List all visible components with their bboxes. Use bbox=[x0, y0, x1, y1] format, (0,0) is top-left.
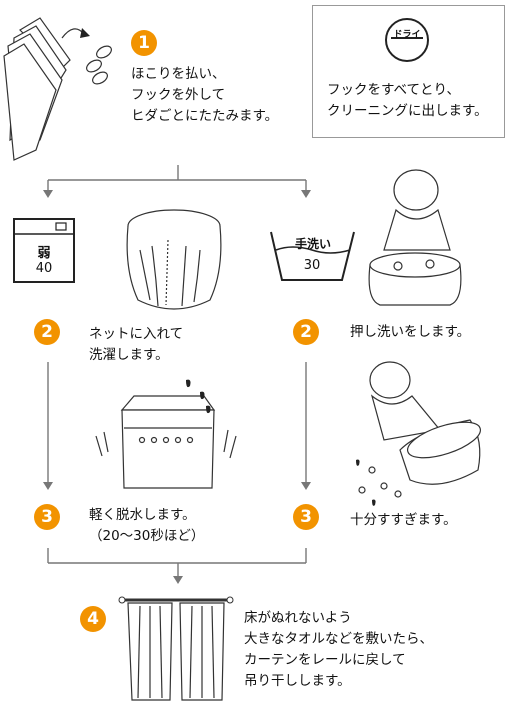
dry-symbol-label: ドライ bbox=[393, 30, 421, 40]
dry-clean-box bbox=[312, 5, 505, 138]
step-3-hand-badge: 3 bbox=[293, 504, 319, 530]
step-2-machine-badge: 2 bbox=[34, 319, 60, 345]
machine-symbol-label: 弱 bbox=[37, 246, 51, 261]
hand-symbol-label: 手洗い bbox=[294, 237, 331, 251]
step-4-text: 床がぬれないよう 大きなタオルなどを敷いたら、 カーテンをレールに戻して 吊り干… bbox=[244, 610, 433, 689]
step-3-machine-text: 軽く脱水します。 （20〜30秒ほど） bbox=[89, 507, 205, 544]
machine-symbol-temp: 40 bbox=[35, 261, 53, 276]
step-2-machine-text: ネットに入れて 洗濯します。 bbox=[89, 326, 184, 363]
step-2-hand-text: 押し洗いをします。 bbox=[350, 324, 471, 340]
step-4-badge: 4 bbox=[80, 606, 106, 632]
step-1-badge: 1 bbox=[131, 30, 157, 56]
hand-symbol-temp: 30 bbox=[303, 258, 321, 273]
step-2-hand-badge: 2 bbox=[293, 319, 319, 345]
dry-text: フックをすべてとり、 クリーニングに出します。 bbox=[327, 82, 488, 119]
step-3-machine-badge: 3 bbox=[34, 504, 60, 530]
step-3-hand-text: 十分すすぎます。 bbox=[350, 512, 457, 528]
step-1-text: ほこりを払い、 フックを外して ヒダごとにたたみます。 bbox=[131, 66, 279, 124]
